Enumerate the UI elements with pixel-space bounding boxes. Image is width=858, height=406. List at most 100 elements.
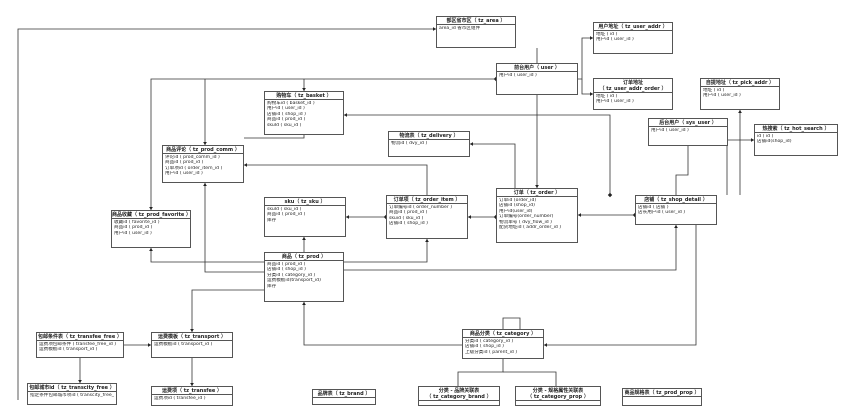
entity-tz-transport[interactable]: 运费模板（ tz_transport ）运费模板id ( transport_i… [151, 332, 233, 358]
entity-attribute: 商品id ( prod_id ) [389, 210, 428, 216]
relationship-line [581, 79, 593, 95]
arrow-head [78, 380, 82, 383]
entity-title: 部区省市区（ tz_area ） [437, 17, 515, 25]
arrow-head [302, 237, 306, 240]
arrow-head [738, 110, 742, 113]
arrow-head [149, 248, 153, 251]
entity-title: 购物车（ tz_basket ） [265, 92, 343, 100]
entity-title: 商品（ tz_prod ） [265, 253, 343, 261]
entity-tz-prod-prop[interactable]: 商品规格表（ tz_prod_prop ） [622, 388, 702, 406]
entity-tz-basket[interactable]: 购物车（ tz_basket ）购物车id ( basket_id )用户id … [264, 91, 344, 135]
entity-attribute: 店铺id ( shop_id ) [267, 111, 306, 117]
entity-attribute: 运费项包邮条件 ( transfee_free_id ) [39, 342, 117, 347]
arrow-head [751, 138, 754, 142]
entity-tz-user-addr[interactable]: 用户地址（ tz_user_addr ）地址 ( id )用户id ( user… [593, 22, 673, 54]
entity-attribute: 用户id ( user_id ) [499, 73, 537, 78]
entity-attribute: id ( id ) [757, 134, 774, 139]
relationship-line [503, 371, 557, 386]
entity-attribute: 用户id ( user_id ) [267, 106, 305, 112]
entity-tz-prod[interactable]: 商品（ tz_prod ）商品id ( prod_id )店铺id ( shop… [264, 252, 344, 302]
user-to-favorite-line [150, 78, 496, 210]
arrow-head [190, 383, 194, 386]
entity-attribute: 地址 ( id ) [596, 94, 618, 99]
entity-attribute: 库存 [267, 217, 277, 223]
entity-tz-brand[interactable]: 品牌表（ tz_brand ） [312, 389, 376, 405]
entity-tz-area[interactable]: 部区省市区（ tz_area ）area_id 省市区组件 [436, 16, 516, 48]
entity-title: 前台用户（ user ） [497, 64, 577, 72]
entity-title: 物流表（ tz_delivery ） [389, 132, 469, 140]
entity-attributes: 地址 ( id )用户id ( user_id ) [701, 87, 779, 99]
entity-attribute: 评论id ( prod_comm_id ) [165, 155, 220, 160]
entity-attribute: 用户id ( user_id ) [651, 128, 689, 133]
relationship-line [344, 114, 611, 195]
entity-sys-user[interactable]: 后台用户（ sys_user ）用户id ( user_id ) [648, 118, 728, 146]
entity-attribute: 订单项id ( order_item_id ) [165, 165, 223, 171]
entity-attribute: 订单id (order_id) [499, 198, 537, 203]
entity-tz-delivery[interactable]: 物流表（ tz_delivery ）物流id ( dvy_id ) [388, 131, 470, 157]
entity-tz-transfee[interactable]: 运费项（ tz_transfee ）运费项id ( transfee_id ) [151, 386, 233, 406]
entity-tz-prod-comm[interactable]: 商品评论（ tz_prod_comm ）评论id ( prod_comm_id … [162, 145, 244, 183]
relationship-line [457, 359, 504, 386]
entity-attribute: 运费模板id ( transport_id ) [154, 342, 213, 347]
entity-tz-order[interactable]: 订单（ tz_order ）订单id (order_id)店铺id (shop_… [496, 188, 578, 243]
entity-title: 分类 - 规格属性关联表 （ tz_category_prop ） [516, 387, 600, 401]
relationship-line [470, 143, 516, 188]
diamond-marker [607, 192, 613, 198]
entity-tz-order-item[interactable]: 订单项（ tz_order_item ）订单编号id ( order_numbe… [386, 195, 468, 239]
entity-tz-transfee-free[interactable]: 包邮条件表（ tz_transfee_free ）运费项包邮条件 ( trans… [36, 332, 124, 358]
entity-attribute: 用户id ( user_id ) [114, 230, 152, 236]
entity-attributes: 订单id (order_id)店铺id (shop_id)用户id(user_i… [497, 197, 577, 230]
entity-tz-transcity-free[interactable]: 包邮城市id（ tz_transcity_free ）指定条件包邮城市项id (… [27, 383, 117, 405]
entity-attribute: 用户id ( user_id ) [165, 171, 203, 177]
entity-tz-shop-detail[interactable]: 店铺（ tz_shop_detail ）店铺id ( 店铺 )店长用户id ( … [635, 195, 717, 225]
entity-attribute: 商品id ( prod_id ) [165, 160, 204, 166]
entity-attribute: 分类id ( category_id ) [465, 339, 514, 344]
entity-attributes: 物流id ( dvy_id ) [389, 140, 469, 146]
entity-attribute: 用户id ( user_id ) [703, 93, 741, 99]
arrow-head [425, 239, 429, 242]
entity-attribute: 分类id ( category_id ) [267, 272, 316, 278]
relationship-line [344, 239, 428, 263]
entity-tz-hot-search[interactable]: 热搜索（ tz_hot_search ）id ( id )店铺id(shop_i… [754, 124, 838, 156]
entity-attribute: skuid ( sku_id ) [389, 215, 424, 221]
entity-attributes: 订单编号id ( order_number )商品id ( prod_id )s… [387, 204, 467, 227]
entity-attributes: 用户id ( user_id ) [497, 72, 577, 78]
entity-title: 商品评论（ tz_prod_comm ） [163, 146, 243, 154]
entity-tz-category-prop[interactable]: 分类 - 规格属性关联表 （ tz_category_prop ） [515, 386, 601, 406]
entity-attribute: 地址 ( id ) [703, 88, 725, 93]
entity-attributes: 指定条件包邮城市项id ( transcity_free_id ) [28, 392, 116, 398]
relationship-line [303, 302, 462, 346]
entity-tz-prod-favorite[interactable]: 商品收藏（ tz_prod_favorite ）收藏id ( favorite_… [111, 210, 191, 248]
entity-title: 用户地址（ tz_user_addr ） [594, 23, 672, 31]
entity-title: 热搜索（ tz_hot_search ） [755, 125, 837, 133]
entity-title: 自提地址（ tz_pick_addr ） [701, 79, 779, 87]
entity-attributes [313, 398, 375, 399]
entity-attributes: 店铺id ( 店铺 )店长用户id ( user_id ) [636, 204, 716, 216]
entity-attribute: 店铺id ( shop_id ) [465, 344, 504, 350]
entity-tz-user-addr-order[interactable]: 订单地址 （ tz_user_addr_order ）地址 ( id )用户id… [593, 78, 673, 110]
area-to-left-line [17, 28, 436, 400]
entity-attribute: skuId ( sku_id ) [267, 207, 302, 212]
relationship-line [150, 248, 264, 263]
entity-attributes: 购物车id ( basket_id )用户id ( user_id )店铺id … [265, 100, 343, 128]
entity-tz-sku[interactable]: sku（ tz_sku ）skuId ( sku_id )商品id ( prod… [264, 197, 346, 237]
entity-attribute: 用户id ( user_id ) [596, 99, 634, 105]
entity-title: 运费项（ tz_transfee ） [152, 387, 232, 395]
entity-title: 包邮条件表（ tz_transfee_free ） [37, 334, 123, 341]
arrow-head [148, 343, 151, 347]
entity-attribute: 店铺id(shop_id) [757, 139, 792, 145]
entity-attributes: skuId ( sku_id )商品id ( prod_id )库存 [265, 206, 345, 223]
arrow-head [302, 88, 306, 91]
entity-attribute: area_id 省市区组件 [439, 26, 481, 31]
arrow-head [302, 302, 306, 305]
entity-attributes [419, 401, 499, 402]
entity-tz-pick-addr[interactable]: 自提地址（ tz_pick_addr ）地址 ( id )用户id ( user… [700, 78, 780, 110]
entity-title: 分类 - 品牌关联表 （ tz_category_brand ） [419, 387, 499, 401]
entity-title: 订单（ tz_order ） [497, 189, 577, 197]
relationship-line [544, 225, 697, 346]
entity-attribute: 指定条件包邮城市项id ( transcity_free_id ) [30, 393, 114, 398]
entity-tz-category[interactable]: 商品分类（ tz_category ）分类id ( category_id )店… [462, 329, 544, 359]
entity-tz-user[interactable]: 前台用户（ user ）用户id ( user_id ) [496, 63, 578, 95]
entity-attribute: 商品id ( prod_id ) [267, 117, 306, 123]
entity-tz-category-brand[interactable]: 分类 - 品牌关联表 （ tz_category_brand ） [418, 386, 500, 406]
